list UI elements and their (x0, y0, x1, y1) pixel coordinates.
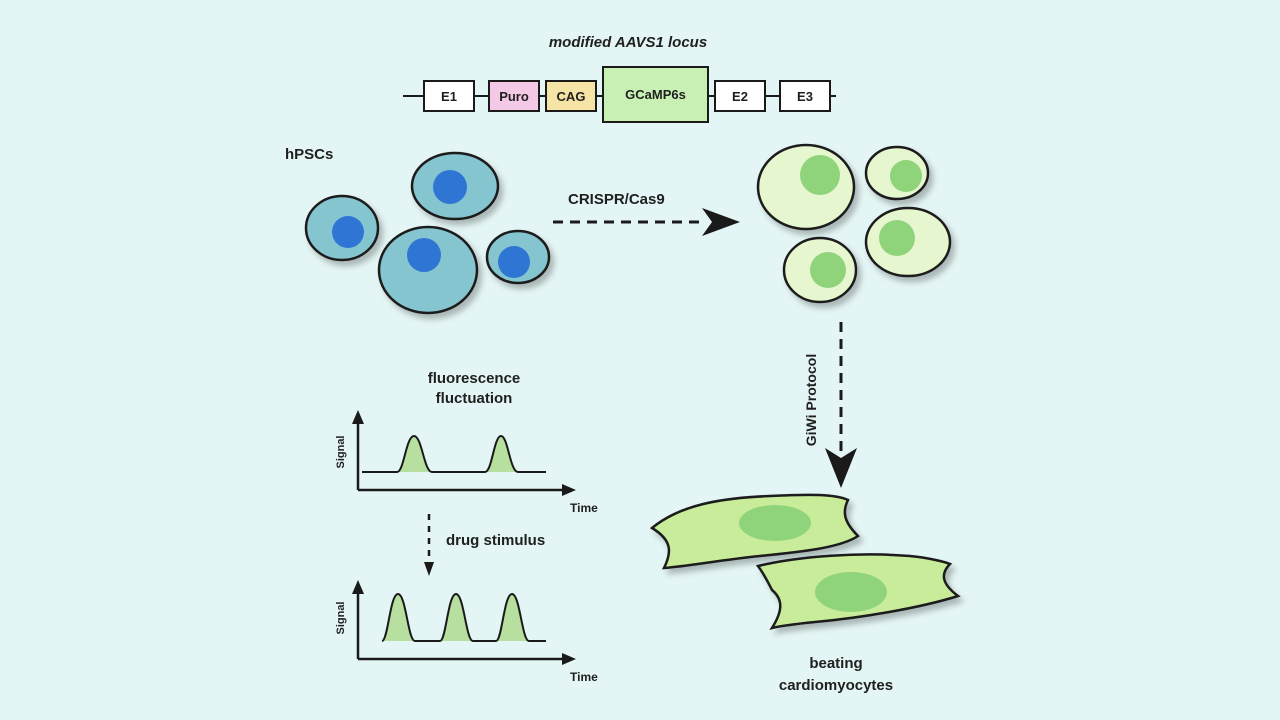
hpsc-cell (377, 225, 479, 315)
cardio-nucleus (739, 505, 811, 541)
hpsc-cell (304, 194, 380, 262)
cardio-nucleus (815, 572, 887, 612)
gene-e1: E1 (423, 80, 475, 112)
hpsc-nucleus (407, 238, 441, 272)
drug-stimulus-label: drug stimulus (446, 532, 546, 549)
signal-trace (381, 592, 546, 642)
locus-title: modified AAVS1 locus (548, 34, 708, 51)
peak-fill (362, 436, 518, 472)
edited-nucleus (879, 220, 915, 256)
gene-e2: E2 (714, 80, 766, 112)
hpscs-label: hPSCs (285, 146, 334, 163)
fluorescence-line-1: fluorescence (427, 370, 521, 387)
gene-e3: E3 (779, 80, 831, 112)
signal-plot-2 (352, 580, 576, 665)
edited-cells (756, 143, 952, 304)
cardiomyocyte (649, 493, 860, 570)
gene-gcamp6s: GCaMP6s (602, 66, 709, 123)
protocol-arrow (825, 322, 857, 488)
edited-nucleus (810, 252, 846, 288)
protocol-label: GiWi Protocol (803, 353, 819, 447)
edited-cell (782, 236, 858, 304)
hpsc-nucleus (433, 170, 467, 204)
plot-1-ylabel: Signal (335, 435, 347, 469)
beating-line-2: cardiomyocytes (778, 677, 894, 694)
edited-cell (864, 145, 930, 201)
signal-trace (362, 434, 546, 473)
hpsc-cell (410, 151, 500, 221)
beating-cardiomyocytes-label: beating cardiomyocytes (736, 653, 936, 697)
cardiomyocytes (649, 493, 961, 630)
cardiomyocyte (755, 553, 961, 630)
crispr-arrow (553, 208, 740, 236)
beating-line-1: beating (809, 655, 863, 672)
hpsc-nucleus (332, 216, 364, 248)
signal-plot-1 (352, 410, 576, 496)
plot-2-ylabel: Signal (335, 601, 347, 635)
gene-puro: Puro (488, 80, 540, 112)
plot-2-xlabel: Time (570, 670, 598, 684)
gene-cag: CAG (545, 80, 597, 112)
hpsc-nucleus (498, 246, 530, 278)
plot-1-xlabel: Time (570, 501, 598, 515)
fluorescence-label: fluorescence fluctuation (373, 369, 575, 409)
peak-fill (382, 594, 529, 641)
edited-cell (756, 143, 856, 231)
fluorescence-line-2: fluctuation (435, 390, 513, 407)
hpsc-cells (304, 151, 551, 315)
crispr-label: CRISPR/Cas9 (568, 191, 665, 208)
hpsc-cell (485, 229, 551, 285)
edited-nucleus (800, 155, 840, 195)
edited-nucleus (890, 160, 922, 192)
drug-arrow (424, 514, 434, 576)
edited-cell (864, 206, 952, 278)
